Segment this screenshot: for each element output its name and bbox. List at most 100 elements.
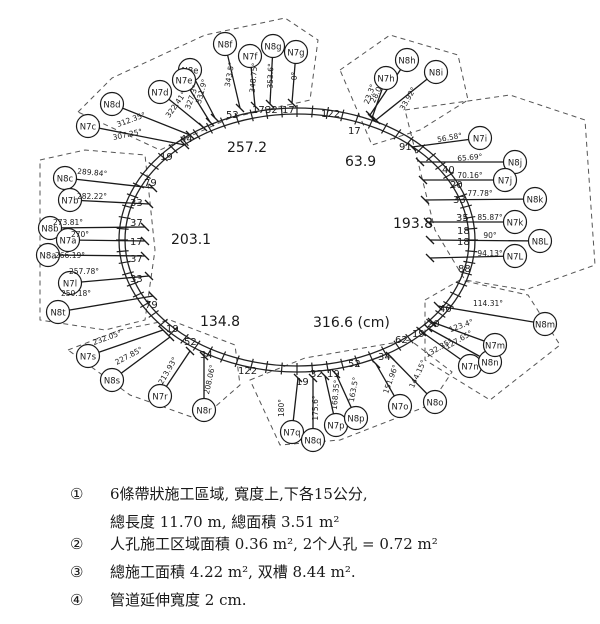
node-circle: [260, 33, 286, 59]
node-tick: [165, 332, 175, 342]
node-angle: 250.18°: [61, 289, 91, 298]
ring-tick: [449, 182, 462, 189]
node-circle: [502, 243, 528, 269]
node-angle: 33.92°: [398, 85, 419, 112]
node-circle: [75, 113, 101, 139]
node-tick: [293, 373, 303, 383]
node-angle: 227.85°: [113, 345, 144, 367]
node-tick: [144, 199, 154, 209]
node-tick: [425, 253, 435, 263]
segment-label: 40: [439, 304, 452, 315]
note-number: ①: [70, 485, 84, 503]
segment-label: 40: [442, 165, 455, 176]
node-tick: [140, 222, 150, 232]
ring-tick: [460, 271, 472, 276]
note-text: 6條帶狀施工區域, 寬度上,下各15公分,: [110, 485, 368, 503]
node-circle: [300, 427, 326, 453]
ring-tick: [426, 152, 437, 162]
node-tick: [417, 327, 427, 337]
ring-tick: [122, 204, 134, 209]
node-id: N7c: [80, 123, 97, 133]
zone-top-left: [77, 17, 319, 151]
node-id: N7a: [60, 237, 77, 247]
node-tick: [423, 323, 433, 333]
node-circle: [532, 311, 558, 337]
node-tick: [265, 99, 275, 109]
ring-tick: [405, 333, 414, 344]
node-id: N8m: [535, 321, 555, 331]
node-id: N8t: [50, 309, 66, 319]
ring-tick: [354, 355, 360, 368]
node-id: N7s: [80, 353, 97, 363]
ring-tick: [455, 281, 468, 287]
node-tick: [415, 157, 425, 167]
node-angle: 266.19°: [55, 251, 85, 260]
node-tick: [140, 251, 150, 261]
node-circle: [373, 65, 399, 91]
node-tick: [320, 371, 330, 381]
node-tick: [371, 115, 381, 125]
node-layer: N8f343.5°N7f348.75°N8g353.6°N7g0°N8e331.…: [35, 31, 558, 453]
node-id: N7r: [152, 393, 168, 403]
total-length: 316.6 (cm): [313, 315, 390, 331]
node-tick: [331, 369, 341, 379]
node-circle: [527, 228, 553, 254]
segment-label: 34: [378, 352, 391, 363]
node-tick: [371, 359, 381, 369]
segment-label: 37: [130, 218, 143, 229]
node-angle: 90°: [483, 231, 497, 240]
ring-tick: [426, 318, 437, 328]
ring-tick: [249, 358, 254, 371]
node-circle: [191, 397, 217, 423]
ring-tick: [157, 152, 168, 162]
segment-label: 34: [200, 350, 213, 361]
ring-tick: [234, 112, 240, 125]
segment-label: 18: [457, 237, 470, 248]
ring-tick: [139, 300, 151, 309]
node-circle: [423, 59, 449, 85]
node-id: N8L: [532, 238, 549, 248]
node-angle: 65.69°: [457, 152, 483, 163]
ring-tick: [264, 361, 269, 374]
segment-label: 19: [327, 369, 340, 380]
node-circle: [57, 187, 83, 213]
ring-tick: [180, 333, 189, 344]
node-tick: [185, 130, 195, 140]
node-id: N8i: [429, 69, 443, 79]
node-branch-line: [429, 255, 516, 259]
node-circle: [237, 43, 263, 69]
node-angle: 180°: [277, 399, 286, 417]
node-circle: [422, 389, 448, 415]
node-id: N8s: [104, 377, 121, 387]
node-id: N7q: [283, 429, 300, 439]
ring-tick: [325, 361, 330, 374]
ring-tick: [354, 112, 360, 125]
segment-label: 32: [265, 105, 278, 116]
node-id: N8r: [196, 407, 212, 417]
segment-label: 19: [166, 324, 179, 335]
node-id: N8q: [304, 437, 321, 447]
segment-label: 19: [412, 329, 425, 340]
manhole-node: N8L 90°: [425, 228, 553, 254]
segment-label: 17: [252, 105, 265, 116]
node-id: N7d: [151, 89, 168, 99]
note-number: ③: [70, 563, 84, 581]
node-angle: 282.22°: [77, 192, 107, 201]
node-tick: [210, 113, 220, 123]
node-circle: [394, 47, 420, 73]
node-tick: [427, 317, 437, 327]
node-tick: [385, 351, 395, 361]
ring-tick: [393, 129, 402, 140]
node-id: N8o: [427, 399, 444, 409]
node-id: N8d: [103, 101, 120, 111]
note-number: ④: [70, 591, 84, 609]
note-text: 人孔施工区域面積 0.36 m², 2个人孔 = 0.72 m²: [110, 535, 438, 553]
